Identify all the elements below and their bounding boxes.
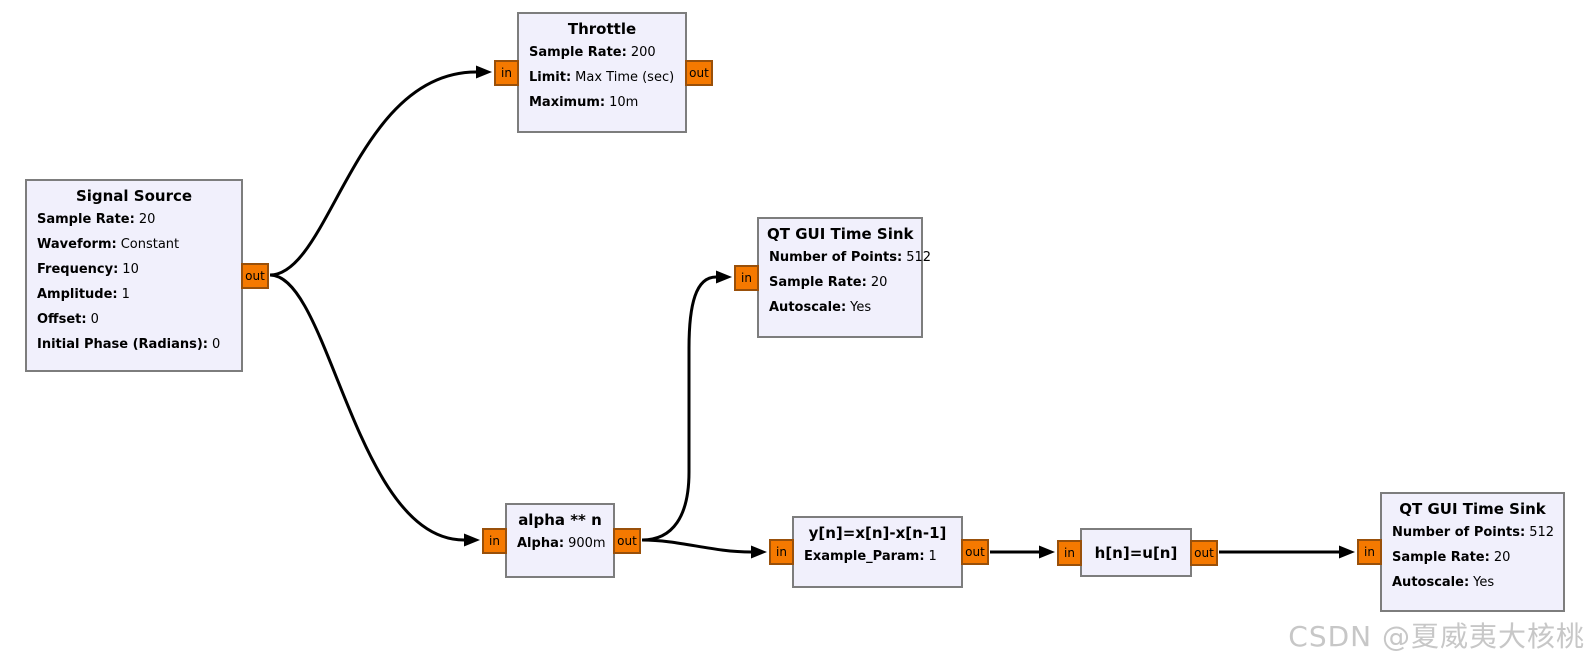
block-difference-equation[interactable]: y[n]=x[n]-x[n-1] Example_Param:1 in out: [769, 516, 989, 588]
param-row: Sample Rate:20: [769, 275, 888, 290]
block-alpha-pow-n[interactable]: alpha ** n Alpha:900m in out: [482, 503, 641, 578]
block-title: Throttle: [567, 20, 637, 38]
in-port[interactable]: in: [1357, 539, 1382, 565]
in-port[interactable]: in: [1057, 539, 1082, 566]
out-port[interactable]: out: [961, 539, 989, 565]
param-row: Sample Rate:20: [1392, 550, 1511, 565]
csdn-watermark: CSDN @夏威夷大核桃: [1288, 620, 1585, 653]
param-row: Number of Points:512: [769, 250, 932, 265]
param-row: Number of Points:512: [1392, 525, 1555, 540]
out-port[interactable]: out: [613, 527, 641, 554]
block-title: QT GUI Time Sink: [767, 225, 914, 243]
connection-alpha-diffblock[interactable]: [641, 538, 767, 559]
in-port[interactable]: in: [494, 59, 519, 86]
connection-signalsource-throttle[interactable]: [269, 65, 492, 277]
connection-stepblock-timesink-right[interactable]: [1219, 545, 1355, 559]
block-unit-step[interactable]: h[n]=u[n] in out: [1057, 528, 1218, 577]
param-row: Maximum:10m: [529, 95, 639, 110]
param-row: Waveform:Constant: [37, 237, 180, 252]
param-row: Sample Rate:200: [529, 45, 656, 60]
param-row: Example_Param:1: [804, 549, 937, 564]
block-throttle[interactable]: Throttle Sample Rate:200 Limit:Max Time …: [494, 12, 713, 133]
param-row: Amplitude:1: [37, 287, 130, 302]
param-row: Limit:Max Time (sec): [529, 70, 675, 85]
block-title: Signal Source: [75, 187, 193, 205]
out-port[interactable]: out: [685, 59, 713, 86]
block-signal-source[interactable]: Signal Source Sample Rate:20 Waveform:Co…: [25, 179, 269, 372]
block-title: h[n]=u[n]: [1094, 543, 1178, 562]
out-port[interactable]: out: [1190, 539, 1218, 566]
block-title: y[n]=x[n]-x[n-1]: [808, 524, 947, 542]
block-qt-gui-time-sink-upper[interactable]: QT GUI Time Sink Number of Points:512 Sa…: [734, 217, 932, 338]
in-port[interactable]: in: [734, 264, 759, 291]
param-row: Alpha:900m: [517, 536, 606, 551]
block-qt-gui-time-sink-right[interactable]: QT GUI Time Sink Number of Points:512 Sa…: [1357, 492, 1565, 612]
param-row: Sample Rate:20: [37, 212, 156, 227]
block-title: QT GUI Time Sink: [1399, 500, 1546, 518]
block-title: alpha ** n: [518, 511, 602, 529]
param-row: Initial Phase (Radians):0: [37, 337, 221, 352]
in-port[interactable]: in: [482, 527, 507, 554]
param-row: Offset:0: [37, 312, 99, 327]
connection-signalsource-alpha[interactable]: [269, 273, 480, 547]
out-port[interactable]: out: [241, 262, 269, 289]
param-row: Frequency:10: [37, 262, 139, 277]
in-port[interactable]: in: [769, 539, 794, 565]
connection-diffblock-stepblock[interactable]: [990, 545, 1055, 559]
param-row: Autoscale:Yes: [1392, 575, 1495, 590]
param-row: Autoscale:Yes: [769, 300, 872, 315]
connection-alpha-timesink-upper[interactable]: [641, 270, 732, 542]
